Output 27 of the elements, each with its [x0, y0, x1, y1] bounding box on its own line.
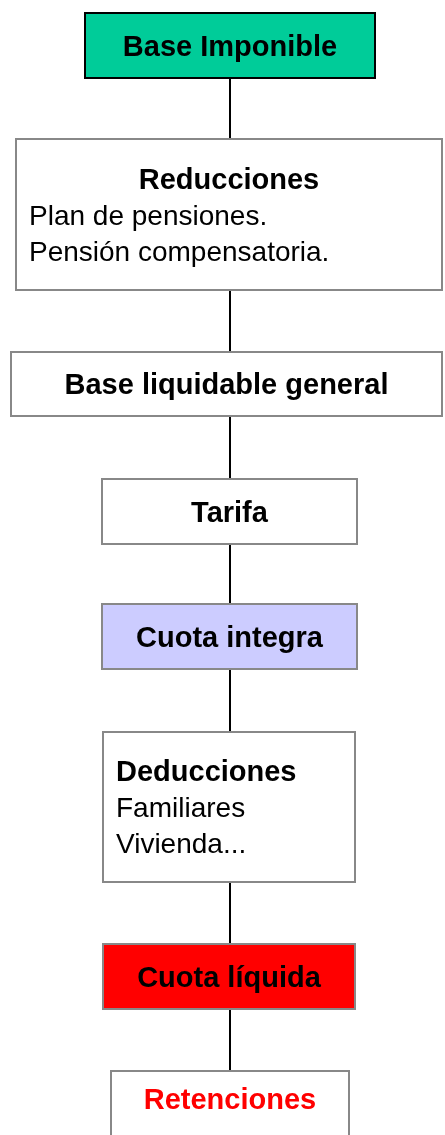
connector-line: [229, 669, 231, 732]
box-heading: Base liquidable general: [64, 367, 389, 402]
process-box: [101, 603, 358, 670]
connector-line: [229, 290, 231, 352]
box-text: Familiares: [116, 791, 247, 825]
process-box: [84, 12, 376, 79]
process-box: [102, 943, 356, 1010]
connector-line: [229, 544, 231, 604]
box-text: Vivienda...: [116, 827, 248, 861]
box-heading: Tarifa: [191, 494, 268, 530]
process-box: [110, 1070, 350, 1135]
box-heading: Cuota líquida: [137, 959, 321, 995]
connector-line: [229, 882, 231, 944]
process-box: [102, 731, 356, 883]
box-heading: Reducciones: [138, 161, 320, 197]
connector-line: [229, 416, 231, 479]
box-text: Plan de pensiones.: [29, 198, 269, 233]
process-box: [10, 351, 443, 417]
box-heading: Deducciones: [116, 754, 298, 789]
connector-line: [229, 78, 231, 139]
process-box: [15, 138, 443, 291]
process-box: [101, 478, 358, 545]
box-heading: Cuota integra: [136, 619, 323, 655]
box-heading: Base Imponible: [122, 28, 338, 64]
box-heading: Retenciones: [143, 1082, 317, 1117]
box-text: Pensión compensatoria.: [29, 234, 331, 269]
connector-line: [229, 1009, 231, 1071]
